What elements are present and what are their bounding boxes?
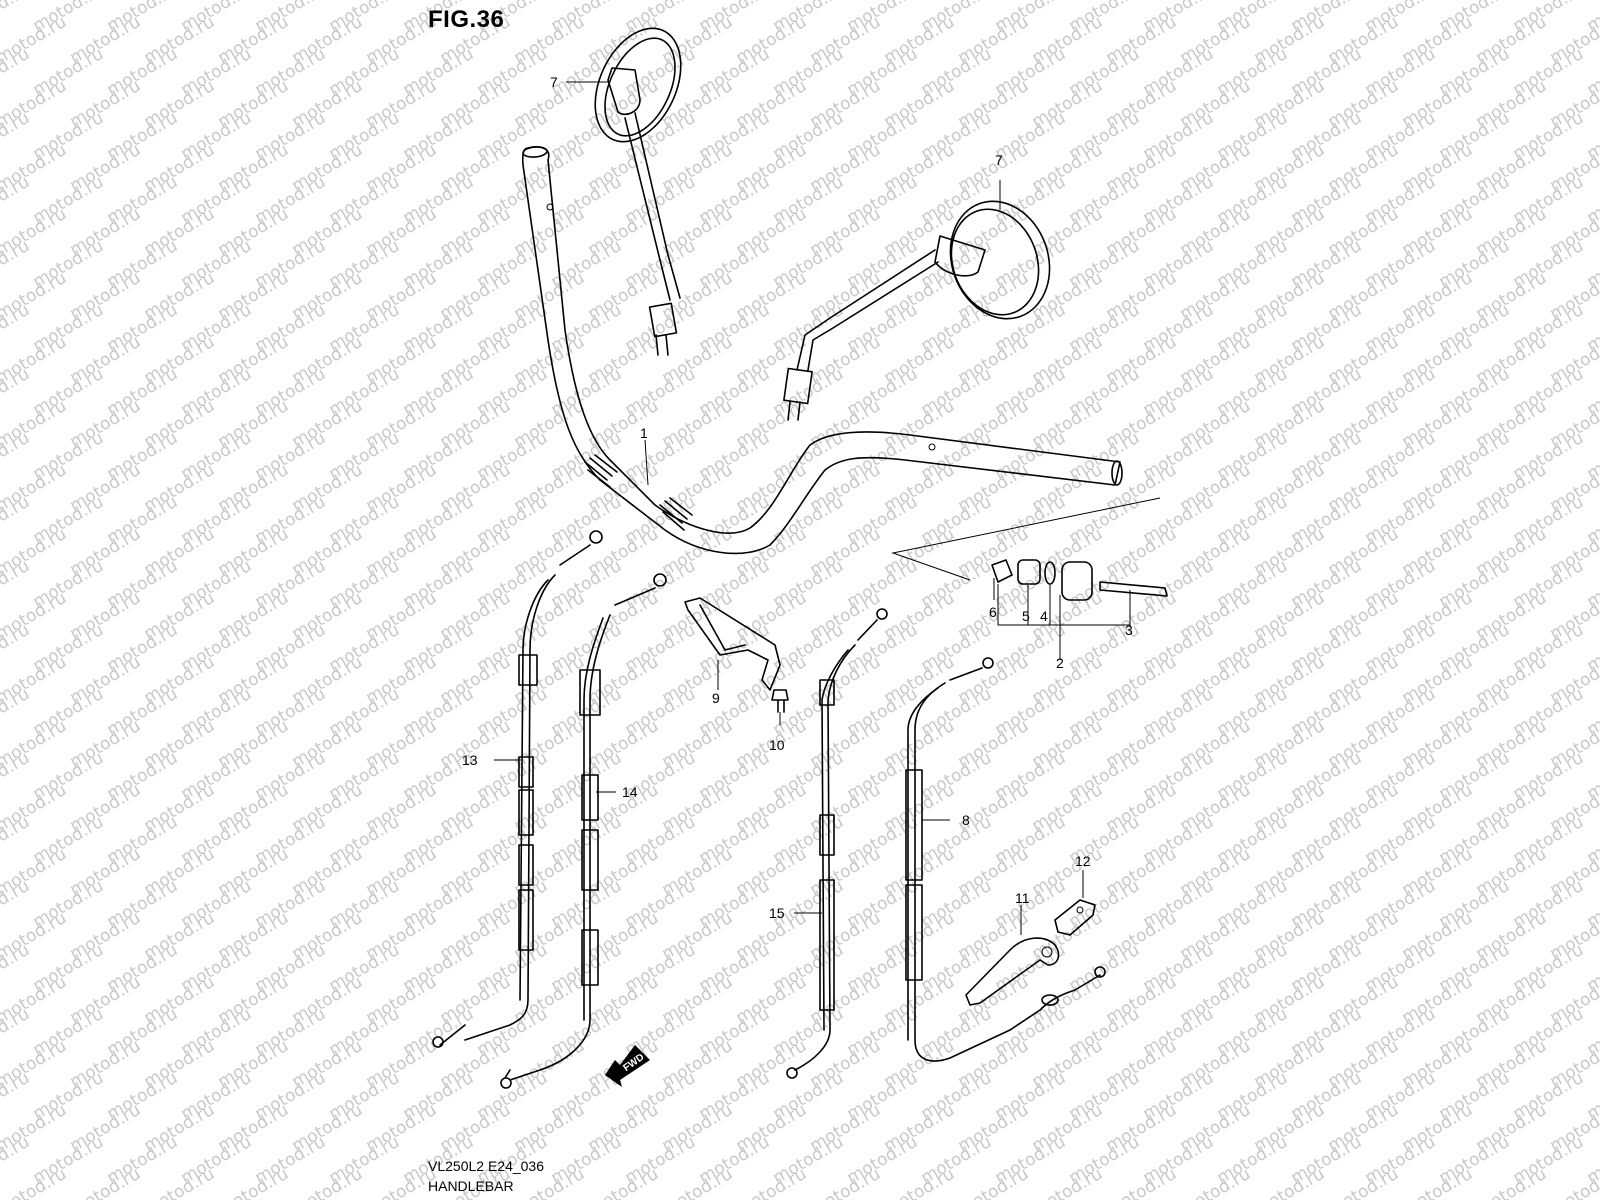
callout-1: 1 bbox=[640, 425, 648, 441]
callout-10: 10 bbox=[769, 737, 785, 753]
callout-9: 9 bbox=[712, 690, 720, 706]
callout-5: 5 bbox=[1022, 608, 1030, 624]
mirror-right bbox=[783, 200, 1051, 421]
callout-8: 8 bbox=[962, 812, 970, 828]
bracket bbox=[1054, 899, 1096, 936]
callout-11: 11 bbox=[1015, 890, 1030, 906]
callout-6: 6 bbox=[989, 604, 997, 620]
diagram-caption: HANDLEBAR bbox=[428, 1178, 514, 1194]
leader-lines bbox=[494, 81, 1131, 935]
callout-7-right: 7 bbox=[995, 152, 1003, 168]
cable-guide bbox=[684, 597, 781, 691]
callout-2: 2 bbox=[1056, 655, 1064, 671]
callout-3: 3 bbox=[1125, 622, 1133, 638]
mirror-left bbox=[594, 27, 682, 356]
callout-15: 15 bbox=[769, 905, 785, 921]
callout-13: 13 bbox=[462, 752, 478, 768]
callout-12: 12 bbox=[1075, 853, 1091, 869]
throttle-cable-1 bbox=[432, 530, 603, 1048]
knurl-marks bbox=[584, 454, 693, 531]
fwd-arrow-icon: FWD bbox=[605, 1045, 650, 1087]
handlebar bbox=[521, 146, 1123, 555]
clutch-cable bbox=[905, 657, 1106, 1062]
callout-7-left: 7 bbox=[550, 74, 558, 90]
callout-14: 14 bbox=[622, 784, 638, 800]
guide-bolt bbox=[771, 689, 789, 713]
figure-label: FIG.36 bbox=[428, 6, 505, 33]
bar-end-assembly bbox=[891, 497, 1168, 660]
clamp bbox=[965, 937, 1060, 1006]
model-code: VL250L2 E24_036 bbox=[428, 1158, 544, 1174]
throttle-cable-2 bbox=[500, 573, 667, 1089]
callout-4: 4 bbox=[1040, 608, 1048, 624]
cable-15 bbox=[786, 608, 888, 1079]
